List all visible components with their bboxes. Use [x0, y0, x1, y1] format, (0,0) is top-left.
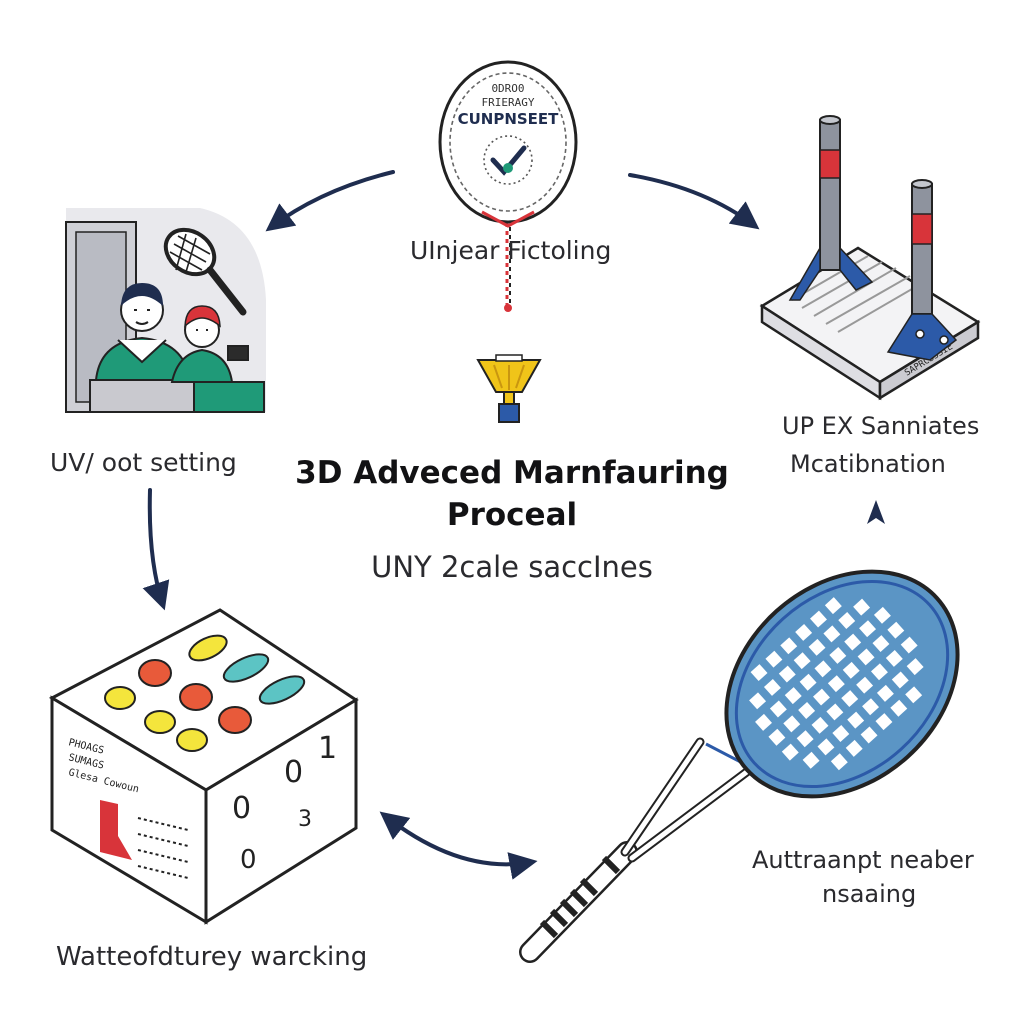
top-node-label: UInjear Fictoling: [410, 236, 612, 265]
trophy-icon: [476, 354, 542, 423]
materials-cube-icon: PHOAGS SUMAGS Glesa Cowoun 0 1 0 3 0: [48, 608, 359, 925]
cube-digit-2: 1: [318, 731, 337, 766]
workers-icon: [65, 208, 266, 413]
badge-line-2: FRIERAGY: [482, 96, 535, 109]
cube-digit-5: 0: [240, 845, 257, 875]
right-node-label-line1: UP EX Sanniates: [782, 412, 980, 440]
diagram-title: 3D Adveced Marnfauring Proceal: [262, 452, 762, 536]
arrow-top-to-right: [628, 173, 760, 230]
badge-line-1: 0DRO0: [491, 82, 524, 95]
bottom-right-node-label-line1: Auttraanpt neaber: [752, 846, 974, 874]
diagram-subtitle: UNY 2cale saccInes: [371, 550, 653, 584]
arrow-up-small-icon: [867, 500, 885, 524]
arrow-left-to-bottom: [142, 488, 170, 611]
diagram-title-line1: 3D Adveced Marnfauring: [295, 455, 729, 491]
cube-digit-1: 0: [284, 755, 303, 790]
bottom-left-node-label: Watteofdturey warcking: [56, 942, 368, 972]
left-node-label: UV/ oot setting: [50, 448, 237, 477]
arrow-bottom-bidirectional: [379, 811, 538, 880]
inspection-badge-icon: 0DRO0 FRIERAGY CUNPNSEET: [438, 60, 578, 312]
press-machine-icon: SAPRCSSSIE: [759, 115, 981, 401]
right-node-label-line2: Mcatibnation: [790, 450, 946, 478]
bottom-right-node-label-line2: nsaaing: [822, 880, 917, 908]
badge-line-3: CUNPNSEET: [458, 110, 560, 128]
racket-icon: [519, 569, 960, 963]
cube-digit-4: 3: [298, 807, 312, 832]
cube-digit-3: 0: [232, 791, 251, 826]
diagram-title-line2: Proceal: [446, 497, 578, 533]
arrow-top-to-left: [265, 170, 395, 232]
